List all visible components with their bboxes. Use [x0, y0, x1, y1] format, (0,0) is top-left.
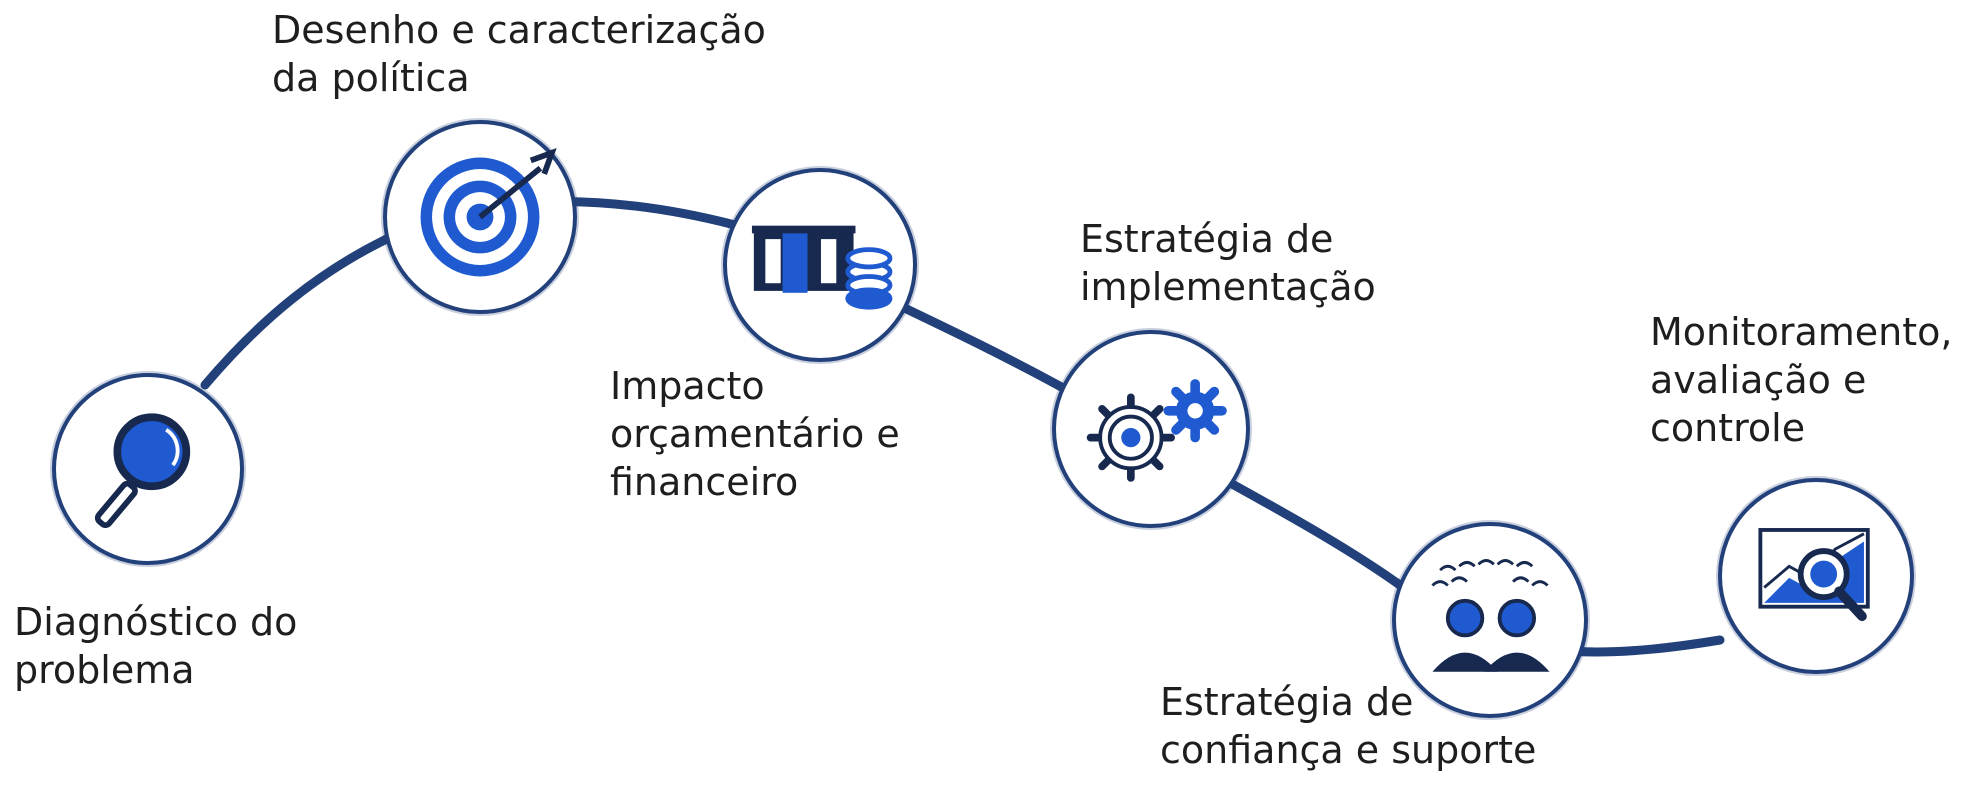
step-node-diagnostico	[52, 373, 244, 565]
step-node-implementacao	[1052, 330, 1250, 528]
target-arrow-icon	[420, 147, 557, 277]
money-coins-icon	[751, 225, 893, 310]
magnifier-icon	[94, 413, 191, 529]
step-node-monitoramento	[1718, 478, 1914, 674]
step-node-confianca	[1392, 522, 1588, 718]
step-label-impacto: Impacto orçamentário e financeiro	[610, 364, 900, 504]
step-label-confianca: Estratégia de confiança e suporte	[1160, 680, 1537, 772]
chart-magnifier-icon	[1758, 528, 1870, 622]
gears-icon	[1086, 379, 1227, 482]
step-label-monitoramento: Monitoramento, avaliação e controle	[1650, 310, 1953, 450]
people-crowd-icon	[1431, 559, 1550, 672]
step-node-impacto	[723, 168, 917, 362]
step-label-diagnostico: Diagnóstico do problema	[14, 600, 298, 692]
step-label-desenho: Desenho e caracterização da política	[272, 8, 766, 100]
step-node-desenho	[383, 120, 577, 314]
step-label-implementacao: Estratégia de implementação	[1080, 217, 1376, 309]
